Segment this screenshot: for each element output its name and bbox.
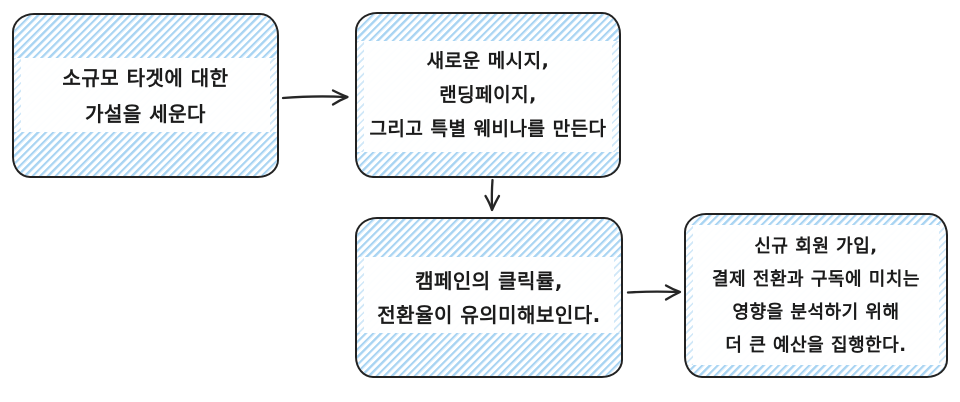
- hatch-band-bottom: [357, 333, 621, 376]
- box-text-line: 전환율이 유의미해보인다.: [377, 302, 601, 327]
- box-text-line: 더 큰 예산을 집행한다.: [725, 334, 907, 356]
- box-text-line: 신규 회원 가입,: [754, 235, 878, 257]
- box-text-area: [357, 257, 621, 333]
- flow-box-scale-budget: 신규 회원 가입, 결제 전환과 구독에 미치는 영향을 분석하기 위해 더 큰…: [684, 213, 948, 378]
- box-text-line: 랜딩페이지,: [439, 84, 537, 106]
- flow-box-hypothesis: 소규모 타겟에 대한 가설을 세운다: [12, 13, 279, 178]
- box-text-line: 새로운 메시지,: [426, 50, 550, 72]
- hatch-band-top: [357, 219, 621, 257]
- box-text-line: 캠페인의 클릭률,: [415, 268, 563, 293]
- hatch-band-top: [357, 14, 619, 41]
- hatch-band-bottom: [357, 152, 619, 176]
- hatch-band-top: [14, 15, 277, 58]
- box-text: 캠페인의 클릭률, 전환율이 유의미해보인다.: [357, 219, 621, 376]
- box-text-line: 결제 전환과 구독에 미치는: [712, 268, 920, 290]
- box-text-area: [686, 225, 946, 365]
- connector-arrow-2: [484, 178, 501, 212]
- box-text-area: [14, 58, 277, 132]
- flow-box-create-assets: 새로운 메시지, 랜딩페이지, 그리고 특별 웨비나를 만든다: [355, 12, 621, 178]
- box-text: 소규모 타겟에 대한 가설을 세운다: [14, 15, 277, 176]
- box-text-line: 가설을 세운다: [85, 101, 206, 126]
- hatch-band-bottom: [686, 365, 946, 376]
- box-text-line: 그리고 특별 웨비나를 만든다: [369, 118, 607, 140]
- box-text-line: 영향을 분석하기 위해: [732, 301, 900, 323]
- flow-box-observe-metrics: 캠페인의 클릭률, 전환율이 유의미해보인다.: [355, 217, 623, 378]
- box-text-area: [357, 41, 619, 152]
- box-text: 신규 회원 가입, 결제 전환과 구독에 미치는 영향을 분석하기 위해 더 큰…: [686, 215, 946, 376]
- connector-arrow-1: [281, 89, 349, 106]
- connector-arrow-3: [626, 284, 682, 301]
- hatch-band-bottom: [14, 132, 277, 176]
- box-text-line: 소규모 타겟에 대한: [62, 65, 229, 90]
- box-text: 새로운 메시지, 랜딩페이지, 그리고 특별 웨비나를 만든다: [357, 14, 619, 176]
- hatch-band-top: [686, 215, 946, 225]
